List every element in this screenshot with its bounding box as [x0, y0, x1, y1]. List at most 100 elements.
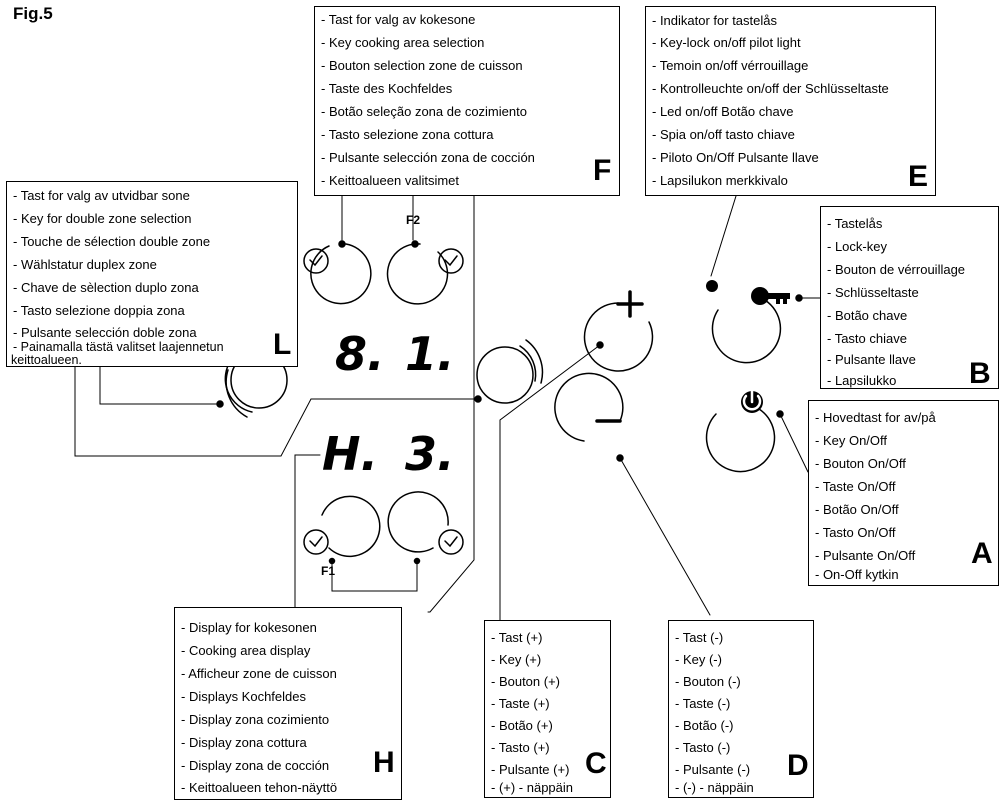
box-c-line: - Pulsante (+) [491, 762, 570, 777]
box-a-line: - Pulsante On/Off [815, 548, 916, 563]
box-a-line: - Hovedtast for av/på [815, 410, 936, 425]
box-l-line: - Painamalla tästä valitset laajennetun [13, 340, 224, 354]
minus-key[interactable] [554, 372, 624, 462]
box-c-line: - Taste (+) [491, 696, 550, 711]
box-f-line: - Tast for valg av kokesone [321, 12, 476, 27]
box-c-line: - Botão (+) [491, 718, 553, 733]
figure-label: Fig.5 [13, 4, 53, 23]
box-b-line: - Lock-key [827, 239, 887, 254]
plus-key[interactable] [583, 290, 654, 372]
box-b-line: - Schlüsseltaste [827, 285, 919, 300]
selection-key-bottom-right[interactable] [387, 491, 464, 565]
box-h-line: - Afficheur zone de cuisson [181, 666, 337, 681]
selection-key-right[interactable] [386, 240, 464, 305]
lock-key[interactable] [706, 280, 803, 364]
box-h-line: - Keittoalueen tehon-näyttö [181, 780, 338, 795]
on-off-key[interactable] [705, 403, 784, 473]
box-f-line: - Botão seleção zona de cozimiento [321, 104, 527, 119]
box-b-line: - Tasto chiave [827, 331, 907, 346]
display-top-right: 1. [405, 327, 454, 381]
box-e-line: - Spia on/off tasto chiave [652, 127, 795, 142]
box-l-line: - Key for double zone selection [13, 211, 192, 226]
label-box-l: - Tast for valg av utvidbar sone - Key f… [6, 181, 298, 367]
box-h-line: - Display zona de cocción [181, 758, 330, 773]
label-box-f: - Tast for valg av kokesone - Key cookin… [314, 6, 620, 196]
box-l-line: - Touche de sélection double zone [13, 234, 211, 249]
zone-label-f1: F1 [321, 564, 335, 578]
box-h-line: - Displays Kochfeldes [181, 689, 306, 704]
box-e-line: - Kontrolleuchte on/off der Schlüsseltas… [652, 81, 889, 96]
box-c-line: - Bouton (+) [491, 674, 561, 689]
box-a-letter: A [971, 537, 993, 570]
box-l-line: - Tast for valg av utvidbar sone [13, 188, 190, 203]
box-e-line: - Lapsilukon merkkivalo [652, 173, 788, 188]
power-displays: 8. 1. H. 3. [322, 327, 454, 481]
display-bottom-right: 3. [405, 427, 454, 481]
box-a-line: - Taste On/Off [815, 479, 896, 494]
box-f-line: - Tasto selezione zona cottura [321, 127, 494, 142]
box-e-line: - Key-lock on/off pilot light [652, 35, 801, 50]
label-box-b: - Tastelås - Lock-key - Bouton de vérrou… [820, 206, 999, 389]
box-b-line: - Lapsilukko [827, 373, 897, 388]
box-a-line: - Bouton On/Off [815, 456, 906, 471]
box-h-letter: H [373, 746, 395, 779]
box-e-letter: E [908, 160, 929, 193]
box-b-line: - Botão chave [827, 308, 908, 323]
box-c-line: - Tast (+) [491, 630, 543, 645]
label-box-a: - Hovedtast for av/på - Key On/Off - Bou… [808, 400, 999, 586]
box-a-line: - Botão On/Off [815, 502, 899, 517]
box-l-line: - Tasto selezione doppia zona [13, 303, 185, 318]
box-l-letter: L [273, 328, 292, 361]
label-box-d: - Tast (-) - Key (-) - Bouton (-) - Tast… [668, 620, 814, 798]
box-d-line: - Key (-) [675, 652, 722, 667]
box-e-line: - Temoin on/off vérrouillage [652, 58, 809, 73]
selection-key-left[interactable] [303, 240, 372, 305]
selection-key-bottom-left[interactable] [303, 495, 381, 565]
box-e-line: - Led on/off Botão chave [652, 104, 794, 119]
box-d-letter: D [787, 749, 809, 782]
box-a-line: - Tasto On/Off [815, 525, 896, 540]
box-c-line: - (+) - näppäin [491, 780, 574, 795]
box-e-line: - Piloto On/Off Pulsante llave [652, 150, 819, 165]
display-top-left: 8. [335, 327, 384, 381]
box-f-line: - Pulsante selección zona de cocción [321, 150, 535, 165]
box-d-line: - Botão (-) [675, 718, 734, 733]
box-b-line: - Bouton de vérrouillage [827, 262, 966, 277]
box-f-letter: F [593, 154, 612, 187]
box-h-line: - Display zona cottura [181, 735, 307, 750]
box-f-line: - Taste des Kochfeldes [321, 81, 453, 96]
box-d-line: - Tasto (-) [675, 740, 731, 755]
box-e-line: - Indikator for tastelås [652, 13, 777, 28]
double-zone-key-right[interactable] [474, 339, 544, 404]
box-f-line: - Bouton selection zone de cuisson [321, 58, 523, 73]
box-d-line: - Bouton (-) [675, 674, 741, 689]
box-b-line: - Tastelås [827, 216, 883, 231]
box-c-line: - Tasto (+) [491, 740, 550, 755]
box-h-line: - Cooking area display [181, 643, 311, 658]
box-c-line: - Key (+) [491, 652, 542, 667]
box-l-line: - Chave de sèlection duplo zona [13, 280, 199, 295]
power-icon [741, 389, 763, 413]
box-h-line: - Display for kokesonen [181, 620, 317, 635]
key-icon [751, 287, 790, 305]
box-a-line: - On-Off kytkin [815, 567, 899, 582]
label-box-h: - Display for kokesonen - Cooking area d… [174, 607, 402, 800]
box-c-letter: C [585, 747, 607, 780]
box-f-line: - Keittoalueen valitsimet [321, 173, 460, 188]
zone-label-f2: F2 [406, 213, 420, 227]
box-b-line: - Pulsante llave [827, 352, 916, 367]
box-l-line: - Wählstatur duplex zone [13, 257, 157, 272]
box-b-letter: B [969, 357, 991, 390]
box-d-line: - (-) - näppäin [675, 780, 754, 795]
box-d-line: - Taste (-) [675, 696, 731, 711]
box-h-line: - Display zona cozimiento [181, 712, 330, 727]
box-a-line: - Key On/Off [815, 433, 888, 448]
box-d-line: - Pulsante (-) [675, 762, 751, 777]
box-f-line: - Key cooking area selection [321, 35, 485, 50]
label-box-e: - Indikator for tastelås - Key-lock on/o… [645, 6, 936, 196]
box-l-line: keittoalueen. [11, 353, 82, 367]
display-bottom-left: H. [322, 427, 378, 481]
label-box-c: - Tast (+) - Key (+) - Bouton (+) - Tast… [484, 620, 611, 798]
